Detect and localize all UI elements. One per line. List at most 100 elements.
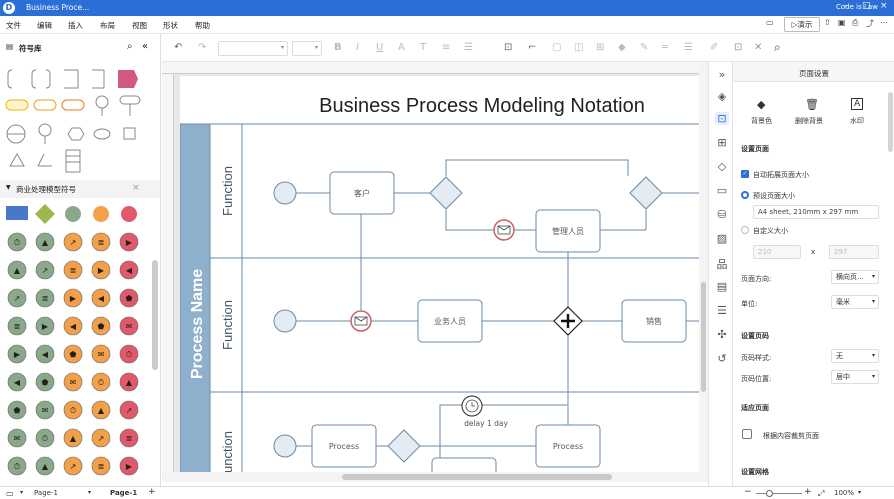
palette-symbol[interactable]	[91, 288, 111, 308]
text-style-icon[interactable]: T	[420, 42, 427, 53]
connector-icon[interactable]: ⌐	[528, 42, 537, 53]
start-event[interactable]	[273, 181, 297, 205]
palette-symbol[interactable]	[119, 288, 139, 308]
palette-symbol[interactable]	[35, 316, 55, 336]
palette-symbol[interactable]	[7, 260, 27, 280]
palette-task[interactable]	[6, 206, 28, 220]
palette-symbol[interactable]	[7, 288, 27, 308]
history-icon[interactable]: ↺	[717, 352, 727, 365]
menu-help[interactable]: 帮助	[195, 21, 210, 30]
close-section-icon[interactable]: ×	[132, 183, 140, 193]
zoom-out-icon[interactable]: −	[744, 487, 752, 497]
task-manager[interactable]	[535, 209, 601, 253]
fit-content-button[interactable]: 根据内容裁剪页面	[763, 432, 819, 440]
undo-icon[interactable]: ↶	[174, 42, 183, 53]
group-icon[interactable]: ▢	[552, 42, 562, 53]
comment-icon[interactable]: ☰	[717, 304, 727, 317]
bpmn-diagram[interactable]: Business Process Modeling Notation Proce…	[179, 76, 701, 482]
orientation-select[interactable]: 横向页...▾	[831, 270, 879, 284]
minimize-icon[interactable]: –	[843, 1, 848, 11]
font-size-select[interactable]: ▾	[292, 41, 322, 56]
italic-icon[interactable]: I	[356, 42, 359, 53]
search-icon[interactable]: ⌕	[127, 41, 133, 52]
palette-symbol[interactable]	[35, 428, 55, 448]
palette-symbol[interactable]	[63, 428, 83, 448]
menu-edit[interactable]: 编辑	[37, 21, 52, 30]
export-icon[interactable]: ⇧	[824, 18, 831, 27]
gateway-1[interactable]	[429, 176, 463, 210]
close-icon[interactable]: ×	[880, 1, 888, 11]
start-event-2[interactable]	[273, 309, 297, 333]
print-icon[interactable]: ⎙	[852, 18, 859, 27]
palette-symbol[interactable]	[7, 400, 27, 420]
edit-icon[interactable]: ✐	[710, 42, 719, 53]
trash-icon[interactable]: 🗑	[805, 98, 819, 111]
collapse-panel-icon[interactable]: «	[142, 41, 149, 52]
page-tab-active[interactable]: Page-1	[110, 489, 138, 497]
canvas-horizontal-scrollbar[interactable]	[162, 472, 707, 482]
palette-gateway[interactable]	[35, 204, 55, 224]
task-process-b[interactable]	[535, 424, 601, 468]
presentation-icon[interactable]: ▭	[716, 184, 728, 197]
palette-symbol[interactable]	[63, 372, 83, 392]
find-icon[interactable]: ⌕	[774, 40, 781, 54]
palette-symbol[interactable]	[91, 260, 111, 280]
palette-symbol[interactable]	[7, 344, 27, 364]
watermark-icon[interactable]: A	[851, 98, 864, 110]
page-setup-icon[interactable]: ⊡	[715, 112, 729, 125]
redo-icon[interactable]: ↷	[198, 42, 207, 53]
hierarchy-icon[interactable]: 品	[716, 258, 728, 271]
palette-symbol[interactable]	[119, 232, 139, 252]
arrange-icon[interactable]: ◫	[574, 42, 584, 53]
fill-bucket-icon[interactable]: ◈	[717, 90, 727, 103]
page-number-position-select[interactable]: 居中▾	[831, 370, 879, 384]
font-color-icon[interactable]: A	[398, 42, 405, 53]
gateway-2[interactable]	[629, 176, 663, 210]
palette-symbol[interactable]	[91, 372, 111, 392]
canvas-area[interactable]: Business Process Modeling Notation Proce…	[162, 62, 707, 482]
gateway-3[interactable]	[387, 429, 421, 463]
palette-symbol[interactable]	[63, 400, 83, 420]
underline-icon[interactable]: U	[376, 42, 384, 53]
data-icon[interactable]: ⛁	[717, 208, 727, 221]
task-staff[interactable]	[417, 299, 483, 343]
palette-symbol[interactable]	[119, 400, 139, 420]
palette-symbol[interactable]	[35, 288, 55, 308]
palette-symbol[interactable]	[7, 372, 27, 392]
palette-symbol[interactable]	[35, 260, 55, 280]
font-family-select[interactable]: ▾	[218, 41, 288, 56]
auto-expand-checkbox[interactable]: ✓	[741, 170, 749, 178]
maximize-icon[interactable]: □	[862, 1, 871, 11]
palette-event[interactable]	[121, 206, 137, 222]
task-sales[interactable]	[621, 299, 687, 343]
delete-background-label[interactable]: 删除背景	[795, 117, 823, 125]
palette-symbol[interactable]	[91, 456, 111, 476]
chevron-down-icon[interactable]: ▾	[20, 489, 24, 496]
palette-symbol[interactable]	[91, 400, 111, 420]
diagram-page[interactable]: Business Process Modeling Notation Proce…	[179, 76, 701, 482]
palette-symbol[interactable]	[119, 428, 139, 448]
present-icon[interactable]: ▭	[766, 18, 774, 27]
palette-symbol[interactable]	[7, 232, 27, 252]
palette-symbol[interactable]	[35, 344, 55, 364]
preset-size-select[interactable]: A4 sheet, 210mm x 297 mm	[753, 205, 879, 219]
line-style-icon[interactable]: ═	[662, 42, 669, 53]
fit-content-icon[interactable]	[742, 429, 752, 439]
share-icon[interactable]: ⤴	[866, 19, 874, 28]
canvas-vertical-scrollbar[interactable]	[699, 62, 708, 482]
layers-icon[interactable]: ◇	[717, 160, 727, 173]
fit-icon[interactable]: ✣	[717, 328, 727, 341]
page-tab-chevron-icon[interactable]: ▾	[88, 489, 92, 496]
page-tab-1[interactable]: Page-1	[34, 489, 58, 497]
menu-insert[interactable]: 插入	[68, 21, 83, 30]
palette-symbol[interactable]	[119, 372, 139, 392]
palette-symbol[interactable]	[7, 428, 27, 448]
preset-size-radio[interactable]	[741, 191, 749, 199]
more-icon[interactable]: ⋯	[880, 18, 888, 27]
palette-symbol[interactable]	[35, 372, 55, 392]
palette-symbol[interactable]	[63, 260, 83, 280]
grid-icon[interactable]: ⊞	[717, 136, 727, 149]
line-color-icon[interactable]: ✎	[640, 42, 649, 53]
palette-symbol[interactable]	[63, 232, 83, 252]
section-header[interactable]: ▼ 商业处理模型符号 ×	[0, 180, 160, 198]
